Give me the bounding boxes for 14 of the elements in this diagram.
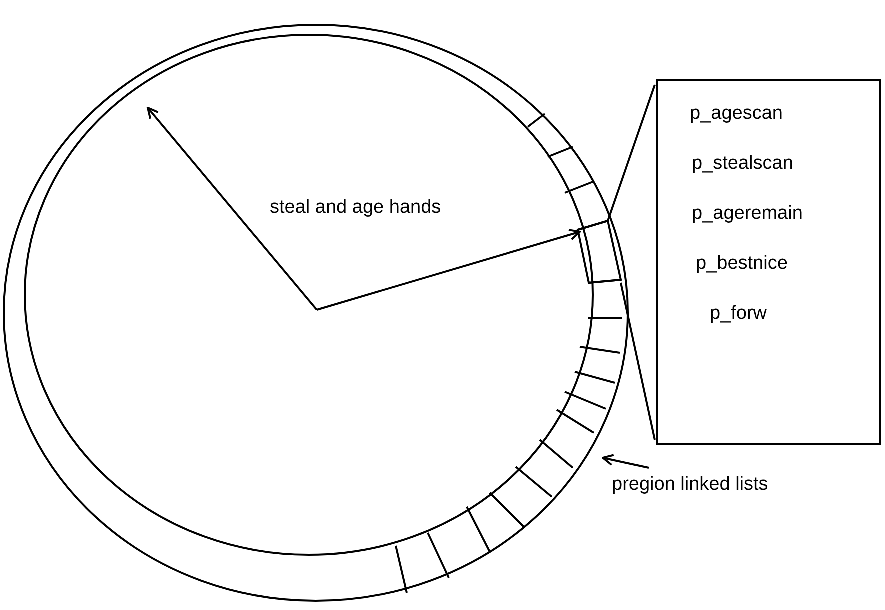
list-segment <box>576 220 622 284</box>
zoom-line <box>620 282 656 440</box>
zoom-line <box>607 84 656 222</box>
field-name: p_stealscan <box>692 153 794 175</box>
field-name: p_agescan <box>690 103 783 125</box>
field-name: p_ageremain <box>692 203 803 225</box>
leader-arrow <box>602 454 650 469</box>
field-list-box <box>656 79 881 445</box>
clock-hand-arrow <box>316 229 581 311</box>
callout-text: pregion linked lists <box>612 474 768 496</box>
field-name: p_bestnice <box>696 253 788 275</box>
field-name: p_forw <box>710 303 768 325</box>
clock-hand-arrow <box>147 107 318 311</box>
hand-caption: steal and age hands <box>270 197 442 219</box>
